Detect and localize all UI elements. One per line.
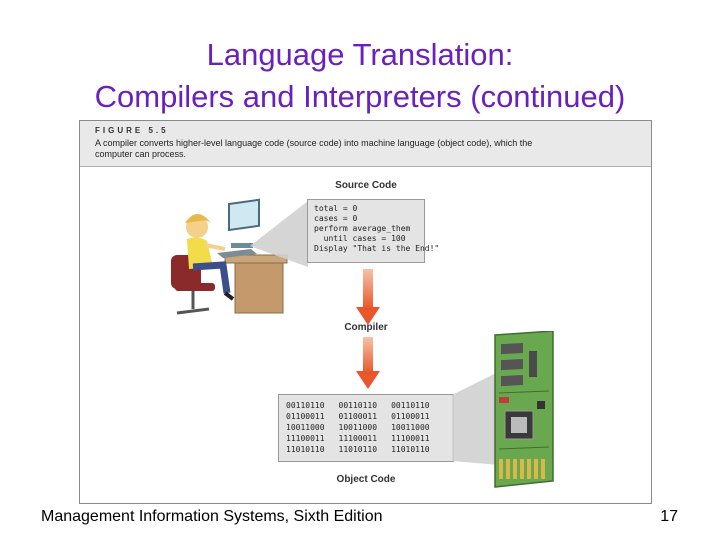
object-code-column: 00110110 01100011 10011000 11100011 11010110 bbox=[339, 400, 378, 455]
object-code-value: 11010110 bbox=[391, 445, 430, 454]
object-code-label: Object Code bbox=[336, 474, 396, 485]
object-code-value: 01100011 bbox=[391, 412, 430, 421]
source-code-line: Display "That is the End!" bbox=[314, 244, 440, 253]
object-code-value: 00110110 bbox=[338, 401, 378, 410]
source-code-label: Source Code bbox=[335, 180, 397, 191]
callout-pointer bbox=[452, 371, 500, 465]
slide-title-line-1: Language Translation: bbox=[206, 37, 514, 72]
page-number: 17 bbox=[660, 508, 678, 525]
object-code-column: 00110110 01100011 10011000 11100011 11010110 bbox=[391, 400, 430, 455]
object-code-value: 01100011 bbox=[286, 412, 325, 421]
object-code-value: 01100011 bbox=[338, 412, 378, 421]
slide-title-line-2: Compilers and Interpreters (continued) bbox=[94, 79, 626, 114]
footer-text: Management Information Systems, Sixth Ed… bbox=[41, 508, 383, 525]
object-code-value: 11010110 bbox=[338, 445, 378, 454]
source-code-line: perform average_them bbox=[314, 224, 411, 233]
object-code-value: 00110110 bbox=[286, 401, 325, 410]
source-code-line: cases = 0 bbox=[314, 214, 358, 223]
object-code-value: 11100011 bbox=[391, 434, 430, 443]
person-at-computer-icon bbox=[171, 198, 288, 315]
figure-panel: FIGURE 5.5 A compiler converts higher-le… bbox=[79, 120, 652, 504]
object-code-column: 00110110 01100011 10011000 11100011 11010110 bbox=[286, 400, 325, 455]
source-code-line: until cases = 100 bbox=[314, 234, 406, 243]
object-code-value: 10011000 bbox=[338, 423, 378, 432]
object-code-value: 11010110 bbox=[286, 445, 325, 454]
figure-label: FIGURE 5.5 bbox=[95, 126, 169, 135]
object-code-value: 11100011 bbox=[286, 434, 325, 443]
compiler-label: Compiler bbox=[344, 322, 388, 333]
object-code-value: 10011000 bbox=[391, 423, 430, 432]
source-code-line: total = 0 bbox=[314, 204, 358, 213]
down-arrow-icon bbox=[356, 269, 380, 325]
object-code-box: 00110110 01100011 10011000 11100011 11010110… bbox=[278, 394, 454, 462]
circuit-board-icon bbox=[494, 331, 554, 488]
figure-caption: A compiler converts higher-level languag… bbox=[95, 138, 533, 159]
object-code-value: 10011000 bbox=[286, 423, 325, 432]
callout-pointer bbox=[250, 201, 308, 267]
down-arrow-icon bbox=[356, 337, 380, 389]
object-code-value: 00110110 bbox=[391, 401, 430, 410]
figure-header: FIGURE 5.5 A compiler converts higher-le… bbox=[80, 121, 651, 167]
slide-title: Language Translation: Compilers and Inte… bbox=[0, 34, 720, 118]
object-code-value: 11100011 bbox=[338, 434, 378, 443]
